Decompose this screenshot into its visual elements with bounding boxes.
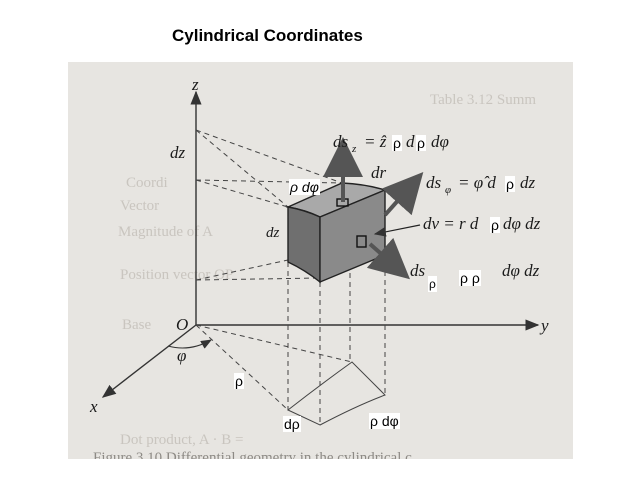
- ghost-caption: Figure 3.10 Differential geometry in the…: [93, 450, 412, 459]
- dsrho-tail: dφ dz: [502, 261, 540, 280]
- dsz-prefix: ds: [333, 132, 349, 151]
- dv-pointer: [373, 224, 421, 237]
- dsphi-eq: = φ̂ d: [458, 173, 496, 192]
- dsrho-sub: ρ: [428, 276, 437, 292]
- rho-dphi-top-label: ρ dφ: [289, 179, 320, 195]
- side-surface-patch: [356, 235, 367, 248]
- ghost-row-4: Position vector OP: [120, 267, 234, 283]
- dsrho-prefix: ds: [410, 261, 426, 280]
- ghost-row-1: Coordi: [126, 175, 168, 191]
- floor-region: [287, 361, 386, 426]
- origin-label: O: [176, 315, 188, 334]
- dsz-sub: z: [351, 143, 357, 155]
- dr-label: dr: [371, 163, 387, 182]
- ghost-row-3: Magnitude of A: [118, 224, 213, 240]
- dsphi-rho: ρ: [505, 176, 515, 192]
- dz-front-label: dz: [266, 225, 280, 241]
- dsphi-prefix: ds: [426, 173, 442, 192]
- dsz-rho-1: ρ: [392, 135, 402, 151]
- drho-floor-label: dρ: [283, 416, 301, 432]
- slide-title: Cylindrical Coordinates: [172, 26, 363, 45]
- ghost-row-6: Dot product, A · B =: [120, 432, 244, 448]
- y-axis-label: y: [539, 316, 549, 335]
- x-axis: [101, 324, 197, 398]
- volume-front-face: [287, 206, 321, 284]
- dsrho-hat: ρ ρ: [459, 270, 481, 286]
- dashed-guides: [195, 129, 386, 425]
- dsz-eq: = ẑ: [364, 132, 387, 151]
- rho-dphi-floor-label: ρ dφ: [369, 413, 400, 429]
- phi-arc: [167, 339, 212, 349]
- ghost-table-title: Table 3.12 Summ: [430, 92, 537, 108]
- rho-floor-label: ρ: [234, 373, 244, 389]
- x-axis-label: x: [89, 397, 98, 416]
- dz-left-label: dz: [170, 143, 186, 162]
- z-axis-label: z: [191, 75, 199, 94]
- ghost-row-2: Vector: [120, 198, 160, 214]
- dv-main: dv = r d: [423, 214, 479, 233]
- phi-label: φ: [177, 346, 186, 365]
- dsphi-tail: dz: [520, 173, 536, 192]
- dv-tail: dφ dz: [503, 214, 541, 233]
- dsphi-sub: φ: [445, 184, 451, 196]
- dsz-mid: d: [406, 132, 415, 151]
- dv-rho: ρ: [490, 217, 500, 233]
- dsz-rho-2: ρ: [416, 135, 426, 151]
- dsz-tail: dφ: [431, 132, 449, 151]
- ds-rho-vector: [366, 237, 410, 280]
- ds-phi-vector: [381, 172, 424, 217]
- ghost-row-5: Base: [122, 317, 152, 333]
